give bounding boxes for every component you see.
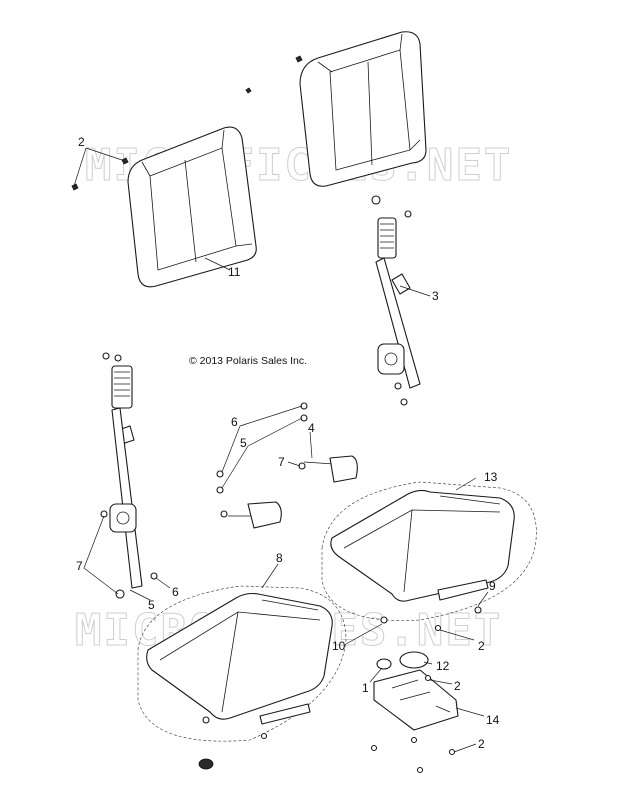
callout-6: 6 [231,415,238,429]
callout-3: 3 [432,289,439,303]
callout-2: 2 [454,679,461,693]
callout-11: 11 [228,265,241,279]
callout-6: 6 [172,585,179,599]
seat-belt-right [371,195,421,406]
callout-4: 4 [308,421,315,435]
callout-8: 8 [276,551,283,565]
seat-back-left [127,126,257,288]
callout-14: 14 [486,713,500,727]
callout-5: 5 [148,598,155,612]
callout-7: 7 [278,455,285,469]
callout-13: 13 [484,470,498,484]
seat-cushion-right [321,481,537,621]
mounting-bracket [198,579,489,774]
callout-2: 2 [478,639,485,653]
leader-lines [73,147,489,753]
buckle-parts [216,402,358,529]
callout-9: 9 [489,579,496,593]
seat-back-right [299,31,427,187]
callout-labels: 2 11 3 6 4 5 7 13 8 7 9 6 5 10 2 12 1 2 … [76,135,500,751]
seat-belt-left [100,352,158,599]
copyright-notice: © 2013 Polaris Sales Inc. [189,355,307,367]
callout-10: 10 [332,639,346,653]
callout-7: 7 [76,559,83,573]
callout-2: 2 [478,737,485,751]
seat-cushion-left [137,585,347,742]
callout-5: 5 [240,436,247,450]
callout-2: 2 [78,135,85,149]
screw-parts-top [71,55,303,191]
callout-12: 12 [436,659,450,673]
callout-1: 1 [362,681,369,695]
